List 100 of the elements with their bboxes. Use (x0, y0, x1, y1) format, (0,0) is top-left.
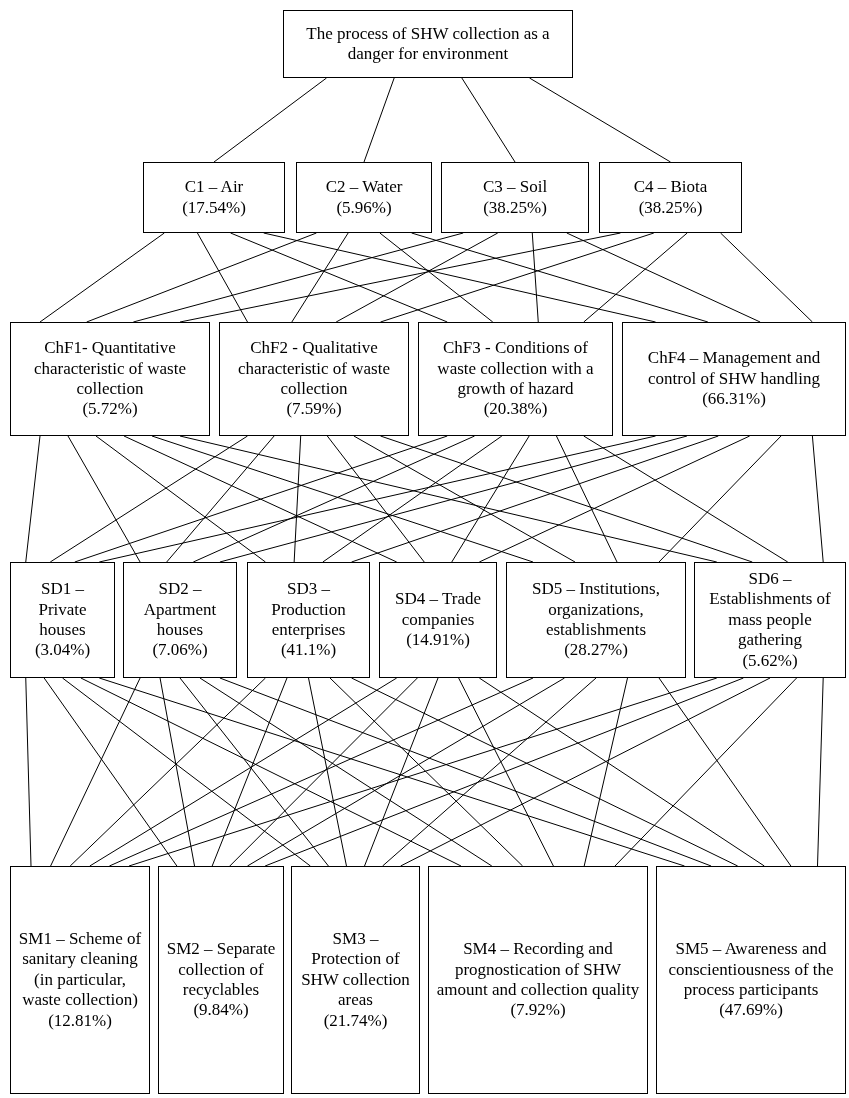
connector-line (86, 232, 317, 323)
connector-line (817, 677, 824, 867)
weight-value: (3.04%) (34, 640, 91, 661)
weight-value: (41.1%) (280, 640, 337, 661)
connector-line (89, 677, 398, 867)
connector-line (293, 435, 302, 563)
connector-line (50, 677, 141, 867)
connector-line (159, 677, 196, 867)
connector-line (69, 677, 266, 867)
connector-line (451, 435, 530, 563)
hierarchy-box (10, 322, 210, 436)
hierarchy-box (296, 162, 432, 233)
connector-line (108, 677, 534, 867)
box-label: SM1 – Scheme of sanitary cleaning (in particular, waste collection) (17, 929, 143, 1011)
box-label: The process of SHW collection as a danger for environment (305, 23, 551, 65)
weight-value: (5.62%) (742, 650, 798, 671)
connector-line (192, 435, 476, 563)
connector-line (658, 677, 792, 867)
connector-line (364, 677, 439, 867)
connector-line (363, 77, 395, 163)
hierarchy-box (283, 10, 573, 78)
connector-line (583, 435, 789, 563)
weight-value: (47.69%) (719, 1000, 783, 1021)
connector-line (62, 677, 311, 867)
connector-line (39, 232, 165, 323)
box-label: C4 – Biota (633, 177, 708, 198)
connector-line (67, 435, 141, 563)
connector-line (179, 677, 329, 867)
hierarchy-box (247, 562, 370, 678)
connector-line (211, 677, 288, 867)
weight-value: (12.81%) (48, 1010, 112, 1031)
connector-line (583, 232, 688, 323)
connector-line (95, 435, 266, 563)
box-label: SD4 – Trade companies (394, 589, 482, 631)
weight-value: (5.72%) (82, 399, 138, 420)
box-label: SD2 – Apartment houses (142, 579, 218, 641)
connector-line (380, 232, 655, 323)
connector-line (166, 435, 275, 563)
hierarchy-box (656, 866, 846, 1094)
box-label: ChF4 – Management and control of SHW handling (646, 348, 822, 390)
connector-line (132, 232, 464, 323)
connector-line (566, 232, 761, 323)
box-label: SD5 – Institutions, organizations, establishments (531, 579, 661, 641)
connector-line (529, 77, 671, 163)
connector-line (43, 677, 178, 867)
hierarchy-box (123, 562, 237, 678)
weight-value: (38.25%) (638, 197, 703, 218)
connector-line (353, 435, 576, 563)
weight-value: (7.92%) (510, 1000, 566, 1021)
connector-line (400, 677, 771, 867)
box-label: SM4 – Recording and prognostication of SHW amount and collection quality (435, 939, 641, 1001)
connector-line (335, 232, 499, 323)
weight-value: (5.96%) (336, 197, 392, 218)
connector-line (25, 435, 41, 563)
weight-value: (14.91%) (406, 630, 470, 651)
weight-value: (9.84%) (193, 1000, 249, 1021)
box-label: SD1 – Private houses (37, 579, 88, 641)
hierarchy-box (418, 322, 613, 436)
hierarchy-box (599, 162, 742, 233)
connector-line (555, 435, 618, 563)
box-label: ChF3 - Conditions of waste collection with a growth of hazard (436, 338, 595, 400)
box-label: SM5 – Awareness and conscientiousness of the process participants (667, 939, 835, 1001)
weight-value: (17.54%) (182, 197, 246, 218)
hierarchy-box (10, 562, 115, 678)
hierarchy-box (506, 562, 686, 678)
connector-line (411, 232, 709, 323)
hierarchy-box (428, 866, 648, 1094)
connector-line (614, 677, 798, 867)
connector-line (379, 232, 494, 323)
box-label: SM3 – Protection of SHW collection areas (300, 929, 411, 1011)
connector-line (329, 677, 524, 867)
box-label: ChF1- Quantitative characteristic of waste collection (33, 338, 187, 400)
box-label: C1 – Air (184, 177, 244, 198)
connector-line (458, 677, 554, 867)
connector-line (74, 435, 448, 563)
weight-value: (38.25%) (483, 197, 547, 218)
hierarchy-box (10, 866, 150, 1094)
connector-line (351, 677, 739, 867)
hierarchy-box (158, 866, 284, 1094)
connector-line (80, 677, 462, 867)
connector-line (196, 232, 248, 323)
box-label: SD6 – Establishments of mass people gathering (708, 569, 832, 651)
connector-line (326, 435, 425, 563)
connector-line (151, 435, 534, 563)
hierarchy-box (379, 562, 497, 678)
hierarchy-box (143, 162, 285, 233)
weight-value: (7.59%) (286, 399, 342, 420)
connector-line (811, 435, 824, 563)
connector-line (308, 677, 347, 867)
connector-line (25, 677, 32, 867)
hierarchy-box (441, 162, 589, 233)
hierarchy-box (694, 562, 846, 678)
box-label: SD3 – Production enterprises (270, 579, 347, 641)
hierarchy-box (622, 322, 846, 436)
weight-value: (20.38%) (483, 399, 548, 420)
hierarchy-box (219, 322, 409, 436)
box-label: C3 – Soil (482, 177, 548, 198)
connector-line (531, 232, 539, 323)
connector-line (351, 435, 719, 563)
weight-value: (28.27%) (564, 640, 628, 661)
